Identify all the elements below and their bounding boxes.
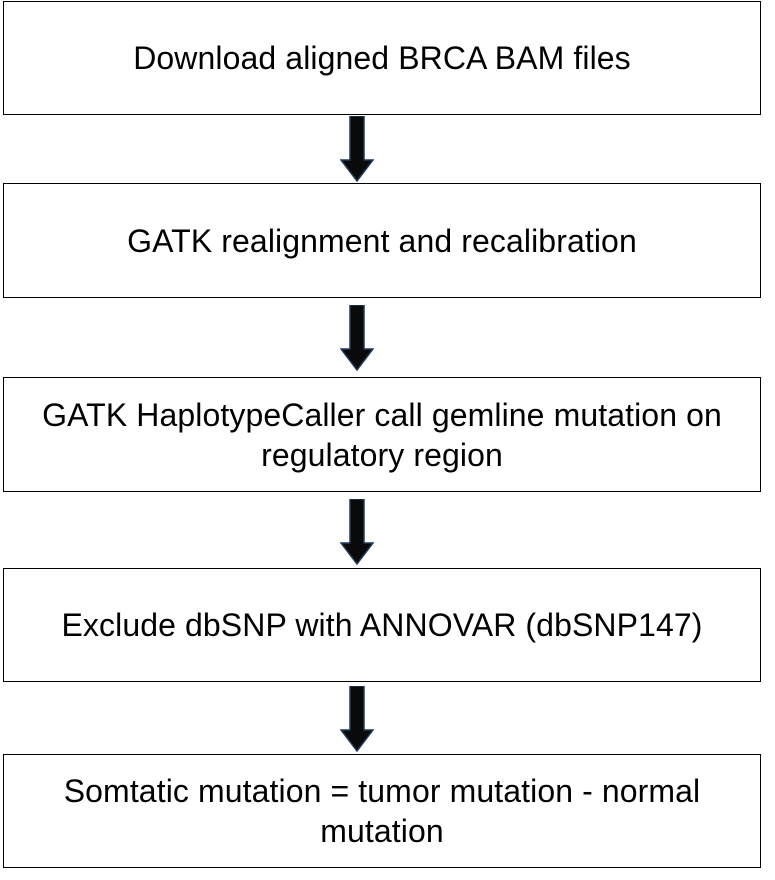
flow-step-somatic-mutation: Somtatic mutation = tumor mutation - nor… — [3, 754, 761, 868]
down-arrow-icon — [340, 499, 374, 565]
flow-step-download: Download aligned BRCA BAM files — [3, 1, 761, 115]
flow-step-label: Download aligned BRCA BAM files — [133, 40, 631, 76]
flow-step-label: Somtatic mutation = tumor mutation - nor… — [63, 773, 701, 849]
flow-step-realignment: GATK realignment and recalibration — [3, 183, 761, 298]
down-arrow-icon — [340, 686, 374, 752]
flow-step-exclude-dbsnp: Exclude dbSNP with ANNOVAR (dbSNP147) — [3, 568, 761, 682]
down-arrow-icon — [340, 116, 374, 182]
flow-step-label: GATK realignment and recalibration — [127, 222, 637, 259]
flow-step-label: GATK HaplotypeCaller call gemline mutati… — [42, 396, 722, 473]
flow-step-label: Exclude dbSNP with ANNOVAR (dbSNP147) — [61, 607, 703, 643]
down-arrow-icon — [340, 305, 374, 371]
flow-step-haplotypecaller: GATK HaplotypeCaller call gemline mutati… — [3, 377, 761, 492]
